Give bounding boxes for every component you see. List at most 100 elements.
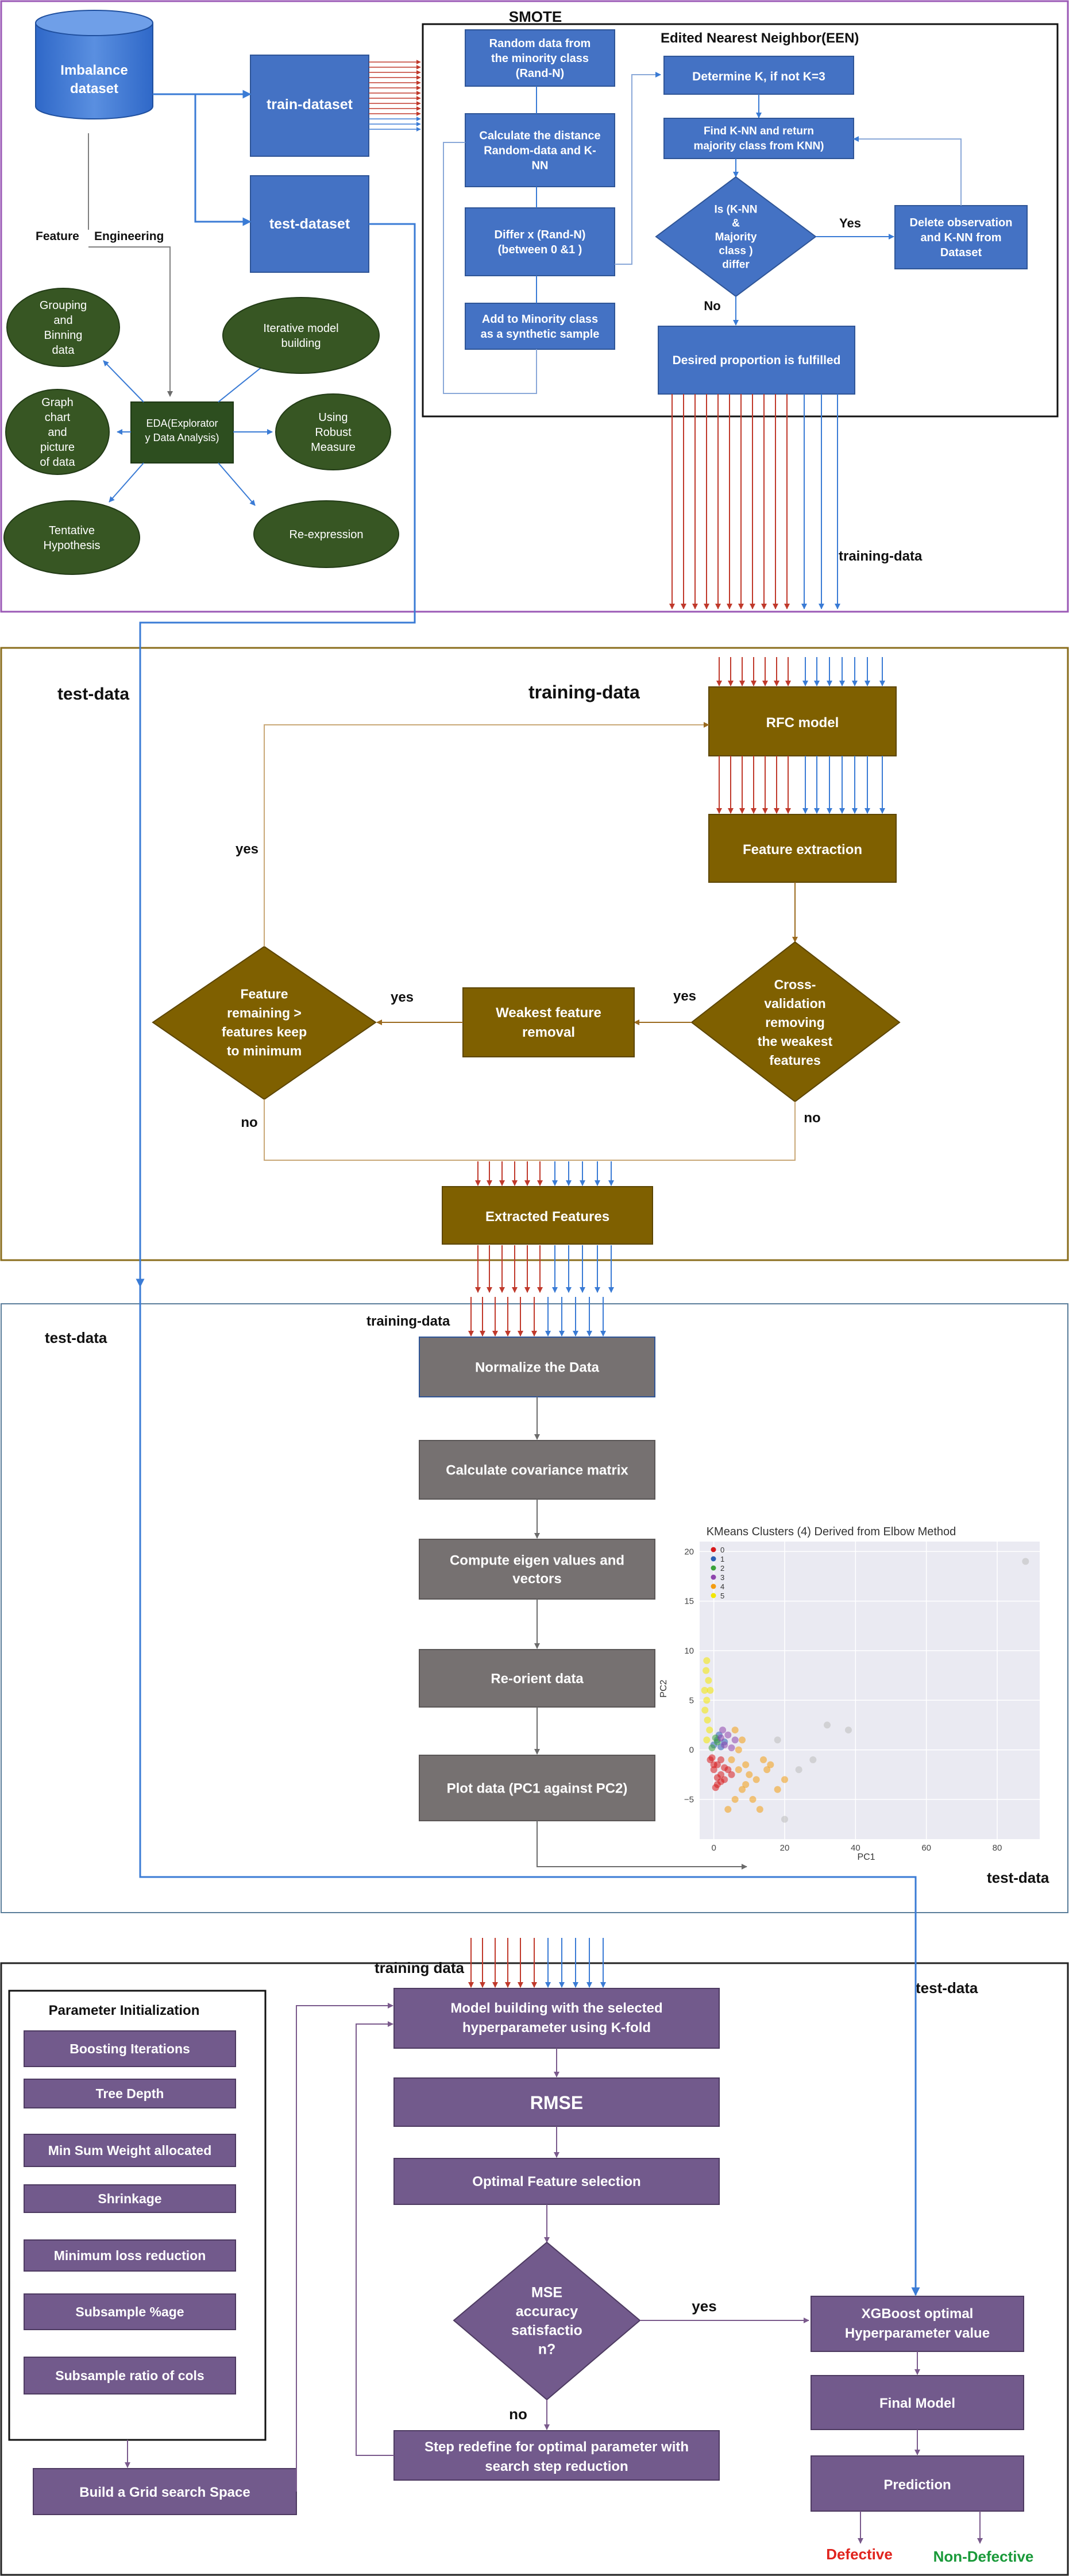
desired-proportion-box [658,326,855,395]
chart-point-series-4 [742,1761,750,1768]
s3-test-data-right-label: test-data [987,1869,1049,1886]
chart-point-series-4 [731,1727,739,1734]
chart-point-series-4 [731,1795,739,1803]
chart-point-series-0 [712,1784,719,1791]
chart-ytick-label: 10 [684,1646,694,1656]
smote-step-box-4 [465,303,615,350]
weakest-removal-text-1: Weakest feature [496,1005,601,1021]
smote-step-3-line-1: Differ x (Rand-N) [495,229,586,241]
feature-remaining-line-1: Feature [240,987,288,1002]
pca-step-1-line-1: Normalize the Data [475,1360,600,1375]
eda-node-graph-line-2: chart [45,411,71,424]
smote-step-box-2 [465,113,615,187]
find-knn-text-2: majority class from KNN) [693,140,824,152]
chart-point-series-4 [756,1806,763,1813]
pca-step-box-3 [419,1539,655,1600]
model-building-box [393,1988,720,2049]
param-box-2 [24,2079,236,2108]
chart-point-series-4 [739,1786,746,1793]
chart-point-series-5 [703,1697,711,1704]
chart-point-series-6 [774,1736,781,1744]
cross-validation-line-2: validation [764,996,825,1011]
eda-node-grouping-line-1: Grouping [40,299,87,312]
feature-label: Feature [36,230,79,243]
database-label-2: dataset [70,81,118,96]
mse-decision [453,2241,641,2401]
chart-point-series-2 [712,1734,719,1741]
chart-point-series-2 [708,1744,716,1752]
chart-point-series-4 [760,1756,767,1763]
chart-point-series-4 [728,1756,735,1763]
smote-step-1-line-1: Random data from [489,37,591,50]
pca-step-5-line-1: Plot data (PC1 against PC2) [447,1781,628,1796]
test-dataset-label: test-dataset [269,216,350,232]
feature-extraction-box [708,814,897,883]
desired-proportion-text: Desired proportion is fulfilled [673,354,841,367]
eda-node-graph [5,389,110,475]
prediction-text: Prediction [883,2477,951,2493]
eda-node-grouping-line-4: data [52,344,75,357]
non-defective-label: Non-Defective [933,2548,1034,2565]
param-label-6: Subsample %age [75,2304,184,2319]
mse-decision-line-1: MSE [531,2284,562,2300]
chart-point-series-4 [742,1781,750,1789]
param-box-5 [24,2239,236,2272]
chart-legend-marker-4 [711,1584,716,1589]
chart-point-series-3 [717,1734,724,1741]
chart-xlabel: PC1 [857,1852,875,1862]
section1-frame [0,0,1069,613]
chart-ytick-label: −5 [684,1795,694,1805]
eda-node-tentative-line-2: Hypothesis [44,539,101,552]
extracted-features-text: Extracted Features [485,1209,609,1225]
chart-ytick-label: 5 [689,1696,694,1705]
chart-point-series-4 [774,1786,781,1793]
chart-point-series-0 [717,1778,724,1785]
chart-point-series-4 [735,1766,742,1774]
chart-point-series-5 [701,1706,709,1714]
chart-point-series-3 [719,1727,727,1734]
chart-legend-label-5: 5 [720,1592,724,1600]
engineering-label: Engineering [94,230,164,243]
pca-step-2-line-1: Calculate covariance matrix [446,1462,628,1478]
chart-point-series-5 [701,1687,708,1694]
pca-step-3-line-1: Compute eigen values and [450,1552,624,1568]
chart-legend-label-1: 1 [720,1555,724,1563]
een-decision-line-5: differ [722,259,750,271]
chart-point-series-6 [824,1721,831,1729]
rmse-text: RMSE [530,2092,583,2113]
find-knn-text-1: Find K-NN and return [704,125,814,137]
eda-node-tentative [3,500,140,575]
eda-node-robust [275,393,391,470]
eda-node-iterative-line-2: building [281,337,321,350]
chart-xtick-label: 20 [780,1843,790,1853]
wf-yes-label: yes [391,990,414,1005]
eda-node-iterative-line-1: Iterative model [263,322,338,335]
chart-title: KMeans Clusters (4) Derived from Elbow M… [707,1525,956,1538]
chart-point-series-0 [708,1754,716,1762]
determine-k-box [663,56,854,95]
chart-point-series-0 [728,1771,735,1778]
xgboost-text-2: Hyperparameter value [845,2326,990,2341]
chart-point-series-3 [724,1731,732,1739]
param-label-2: Tree Depth [96,2086,164,2101]
feature-remaining-line-4: to minimum [227,1044,302,1059]
eda-node-iterative [222,297,380,374]
param-label-5: Minimum loss reduction [54,2248,206,2263]
smote-step-2-line-2: Random-data and K- [484,145,596,157]
chart-legend-marker-0 [711,1547,716,1552]
eda-node-reexpression-line-1: Re-expression [290,528,364,541]
delete-observation-line-2: and K-NN from [920,231,1001,244]
grid-search-box [33,2468,297,2515]
param-box-4 [24,2184,236,2213]
cv-no-label: no [804,1110,820,1126]
step-redefine-text-1: Step redefine for optimal parameter with [424,2439,689,2455]
database-label-1: Imbalance [60,63,128,78]
chart-point-series-3 [728,1744,735,1752]
een-decision-line-3: Majority [715,231,757,244]
eda-center-box [130,401,234,464]
delete-observation-line-1: Delete observation [910,217,1013,229]
chart-point-series-4 [724,1806,732,1813]
een-decision-line-4: class ) [719,245,752,257]
xgboost-box [811,2296,1024,2352]
